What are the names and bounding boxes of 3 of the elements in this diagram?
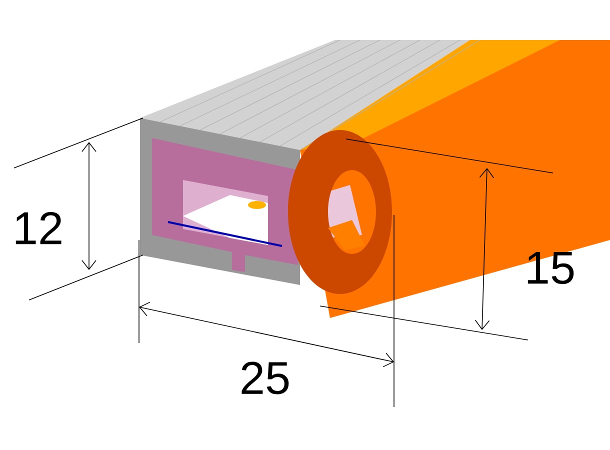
dimension-label: 12 — [16, 212, 62, 244]
dimension-label: 15 — [528, 252, 574, 284]
dimension-label: 25 — [242, 362, 289, 394]
